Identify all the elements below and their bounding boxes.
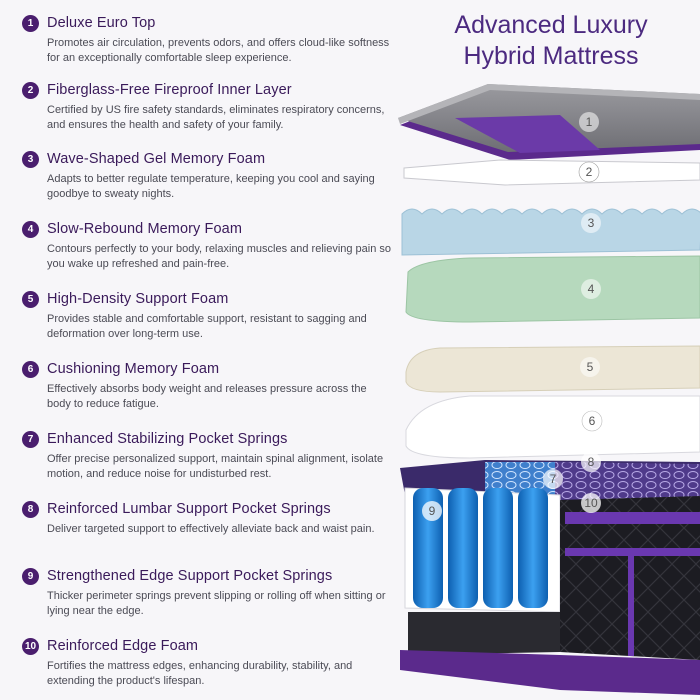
heading-line-1: Advanced Luxury <box>454 11 648 39</box>
feature-item-1: 1 Deluxe Euro Top Promotes air circulatio… <box>22 12 412 66</box>
feature-title: Cushioning Memory Foam <box>47 361 220 377</box>
feature-item-3: 3 Wave-Shaped Gel Memory Foam Adapts to b… <box>22 148 412 202</box>
feature-item-7: 7 Enhanced Stabilizing Pocket Springs Off… <box>22 428 412 482</box>
feature-title: Wave-Shaped Gel Memory Foam <box>47 151 266 167</box>
feature-description: Provides stable and comfortable support,… <box>47 313 367 340</box>
layer-marker-3: 3 <box>581 213 601 233</box>
layer-marker-label: 4 <box>588 282 595 296</box>
feature-description: Contours perfectly to your body, relaxin… <box>47 243 392 270</box>
feature-description: Promotes air circulation, prevents odors… <box>47 37 390 64</box>
layer-marker-1: 1 <box>579 112 599 132</box>
feature-number-badge: 4 <box>22 220 39 238</box>
euro-top-layer <box>398 84 700 160</box>
layer-marker-8: 8 <box>581 452 601 472</box>
feature-description: Effectively absorbs body weight and rele… <box>47 383 367 410</box>
layer-marker-label: 7 <box>550 472 557 486</box>
feature-description: Certified by US fire safety standards, e… <box>47 104 385 131</box>
memory-foam-layer <box>405 255 700 323</box>
feature-title: Reinforced Edge Foam <box>47 638 199 654</box>
heading-line-2: Hybrid Mattress <box>463 42 639 70</box>
feature-item-4: 4 Slow-Rebound Memory Foam Contours perfe… <box>22 218 412 272</box>
feature-number-badge: 10 <box>22 637 39 655</box>
layer-marker-label: 1 <box>586 115 593 129</box>
feature-number-badge: 9 <box>22 567 39 585</box>
fireproof-inner-layer <box>403 159 700 186</box>
feature-title: Strengthened Edge Support Pocket Springs <box>47 568 333 584</box>
layer-marker-label: 9 <box>429 504 436 518</box>
cushioning-foam-layer <box>405 395 700 459</box>
wave-gel-foam-layer <box>401 208 700 256</box>
support-foam-layer <box>405 345 700 393</box>
mattress-layers-illustration: 1 2 3 4 5 6 7 8 9 10 <box>398 84 700 695</box>
spring-unit <box>400 460 700 695</box>
feature-item-6: 6 Cushioning Memory Foam Effectively abso… <box>22 358 412 412</box>
layer-marker-label: 10 <box>584 496 598 510</box>
feature-title: Slow-Rebound Memory Foam <box>47 221 242 237</box>
feature-number-badge: 7 <box>22 430 39 448</box>
feature-number-badge: 2 <box>22 81 39 99</box>
feature-description: Fortifies the mattress edges, enhancing … <box>47 660 353 687</box>
feature-number-badge: 8 <box>22 500 39 518</box>
feature-description: Adapts to better regulate temperature, k… <box>47 173 375 200</box>
feature-title: Fiberglass-Free Fireproof Inner Layer <box>47 82 292 98</box>
feature-number-badge: 3 <box>22 150 39 168</box>
product-heading: Advanced Luxury Hybrid Mattress <box>420 10 682 72</box>
layer-marker-5: 5 <box>580 357 600 377</box>
layer-marker-9: 9 <box>422 501 442 521</box>
feature-title: Reinforced Lumbar Support Pocket Springs <box>47 501 331 517</box>
layer-marker-4: 4 <box>581 279 601 299</box>
feature-item-9: 9 Strengthened Edge Support Pocket Spring… <box>22 565 412 619</box>
feature-title: Deluxe Euro Top <box>47 15 156 31</box>
layer-marker-label: 5 <box>587 360 594 374</box>
feature-item-10: 10 Reinforced Edge Foam Fortifies the mat… <box>22 635 412 689</box>
feature-description: Thicker perimeter springs prevent slippi… <box>47 590 386 617</box>
layer-marker-10: 10 <box>581 493 601 513</box>
layer-marker-2: 2 <box>578 161 600 183</box>
layer-marker-6: 6 <box>581 410 603 432</box>
feature-number-badge: 1 <box>22 14 39 32</box>
feature-number-badge: 6 <box>22 360 39 378</box>
feature-number-badge: 5 <box>22 290 39 308</box>
feature-item-2: 2 Fiberglass-Free Fireproof Inner Layer C… <box>22 79 412 133</box>
feature-description: Offer precise personalized support, main… <box>47 453 384 480</box>
feature-title: Enhanced Stabilizing Pocket Springs <box>47 431 288 447</box>
layer-marker-label: 2 <box>586 165 593 179</box>
layer-marker-7: 7 <box>543 469 563 489</box>
layer-marker-label: 6 <box>589 414 596 428</box>
feature-item-5: 5 High-Density Support Foam Provides stab… <box>22 288 412 342</box>
layer-marker-label: 8 <box>588 455 595 469</box>
feature-item-8: 8 Reinforced Lumbar Support Pocket Spring… <box>22 498 412 537</box>
layer-marker-label: 3 <box>588 216 595 230</box>
feature-description: Deliver targeted support to effectively … <box>47 523 375 535</box>
feature-title: High-Density Support Foam <box>47 291 229 307</box>
